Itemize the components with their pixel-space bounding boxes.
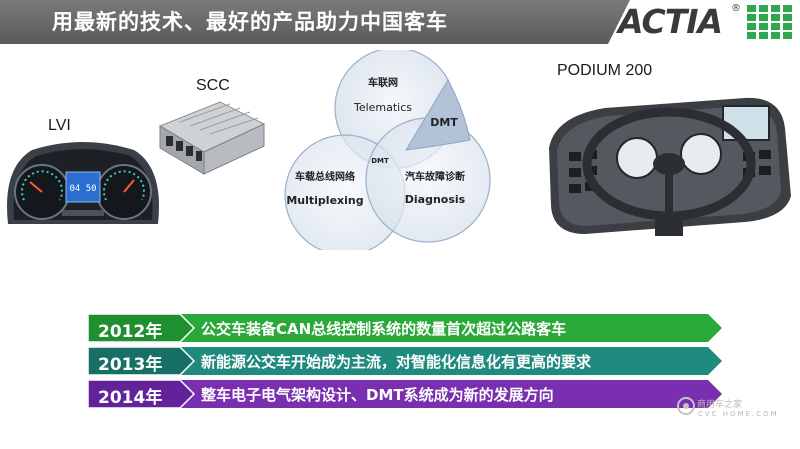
watermark-en: CVC HOME.COM	[698, 410, 779, 418]
scc-label: SCC	[196, 77, 230, 94]
lvi-label: LVI	[48, 117, 71, 134]
timeline-year-2014: 2014年	[98, 388, 163, 408]
venn-top-cn: 车联网	[368, 76, 398, 89]
banner-shape-2013	[88, 347, 722, 375]
venn-left-en: Multiplexing	[286, 194, 363, 207]
watermark: 商用车之家 CVC HOME.COM	[676, 395, 777, 421]
venn-right-cn: 汽车故障诊断	[405, 170, 465, 183]
actia-grid-logo-icon	[747, 5, 792, 39]
timeline-banner-2012: 2012年 公交车装备CAN总线控制系统的数量首次超过公路客车	[88, 314, 722, 342]
banner-shape-2012	[88, 314, 722, 342]
timeline-text-2014: 整车电子电气架构设计、DMT系统成为新的发展方向	[201, 386, 554, 404]
scc-controller-image	[158, 101, 266, 175]
watermark-logo-icon	[677, 397, 695, 415]
timeline-banner-2014: 2014年 整车电子电气架构设计、DMT系统成为新的发展方向	[88, 380, 722, 408]
actia-logo-text: ACTIA	[618, 2, 723, 41]
venn-center-label: DMT	[371, 157, 389, 165]
registered-mark: ®	[731, 3, 741, 14]
timeline-banner-2013: 2013年 新能源公交车开始成为主流，对智能化信息化有更高的要求	[88, 347, 722, 375]
venn-left-cn: 车载总线网络	[295, 170, 355, 183]
watermark-cn: 商用车之家	[697, 400, 743, 410]
venn-diagram: 车联网 Telematics DMT DMT 车载总线网络 Multiplexi…	[284, 50, 491, 250]
timeline-text-2013: 新能源公交车开始成为主流，对智能化信息化有更高的要求	[201, 353, 592, 371]
banner-shape-2014	[88, 380, 722, 408]
page-title: 用最新的技术、最好的产品助力中国客车	[52, 10, 448, 34]
lvi-instrument-cluster-image: 04 50	[7, 142, 159, 224]
timeline-year-2012: 2012年	[98, 322, 163, 342]
dmt-sector	[405, 78, 471, 151]
timeline-year-2013: 2013年	[98, 355, 163, 375]
venn-right-en: Diagnosis	[405, 193, 466, 206]
podium-dashboard-image	[549, 97, 791, 236]
lvi-screen-readout: 04 50	[69, 184, 96, 194]
venn-dmt-label: DMT	[430, 116, 458, 129]
timeline-text-2012: 公交车装备CAN总线控制系统的数量首次超过公路客车	[201, 320, 567, 338]
podium-label: PODIUM 200	[557, 62, 653, 79]
venn-top-en: Telematics	[353, 101, 412, 114]
